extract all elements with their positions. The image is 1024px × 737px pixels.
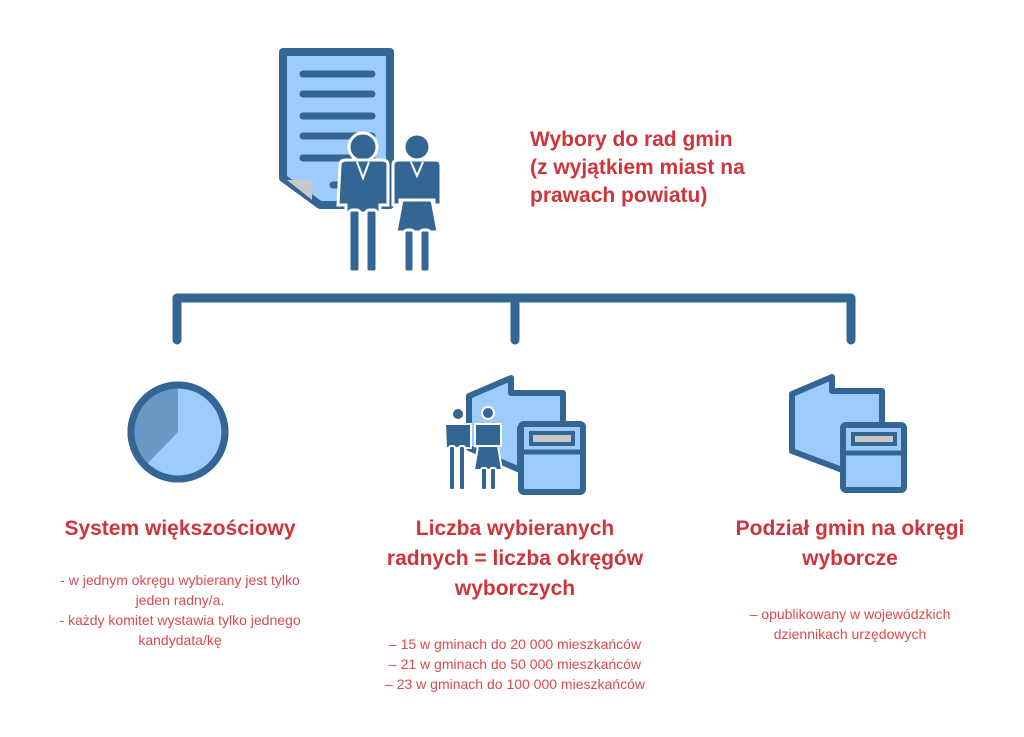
man-icon xyxy=(443,407,472,491)
branch-description: - w jednym okręgu wybierany jest tylko j… xyxy=(20,570,340,650)
description-line: – 21 w gminach do 50 000 mieszkańców xyxy=(388,656,642,672)
tree-connector xyxy=(172,293,856,345)
branch-description: – 15 w gminach do 20 000 mieszkańców – 2… xyxy=(352,634,678,694)
man-icon xyxy=(336,131,390,274)
woman-icon xyxy=(391,132,443,274)
branch-heading: Liczba wybieranych radnych = liczba okrę… xyxy=(352,514,678,604)
pie-chart-icon xyxy=(127,381,229,483)
heading-line: System większościowy xyxy=(64,517,296,540)
woman-icon xyxy=(472,406,504,491)
description-line: – 15 w gminach do 20 000 mieszkańców xyxy=(388,636,642,652)
heading-line: wyborczych xyxy=(454,577,576,600)
description-line: – 23 w gminach do 100 000 mieszkańców xyxy=(385,676,645,692)
heading-line: Podział gmin na okręgi xyxy=(735,517,965,540)
main-title-line: Wybory do rad gmin xyxy=(530,128,733,151)
document-with-people-icon xyxy=(279,48,443,274)
heading-line: Liczba wybieranych xyxy=(415,517,615,540)
description-line: kandydata/kę xyxy=(138,632,222,648)
branch-heading: Podział gmin na okręgi wyborcze xyxy=(700,514,1000,574)
description-line: jeden radny/a. xyxy=(135,592,225,608)
main-title: Wybory do rad gmin (z wyjątkiem miast na… xyxy=(530,126,810,210)
description-line: dziennikach urzędowych xyxy=(773,626,927,642)
branch-district-division: Podział gmin na okręgi wyborcze – opubli… xyxy=(700,514,1000,644)
branch-description: – opublikowany w wojewódzkich dziennikac… xyxy=(700,604,1000,644)
description-line: – opublikowany w wojewódzkich xyxy=(749,606,951,622)
district-ballot-box-icon xyxy=(789,374,907,493)
heading-line: wyborcze xyxy=(802,547,898,570)
description-line: - każdy komitet wystawia tylko jednego xyxy=(59,612,301,628)
voters-ballot-box-icon xyxy=(443,375,586,495)
branch-majority-system: System większościowy - w jednym okręgu w… xyxy=(20,514,340,650)
branch-heading: System większościowy xyxy=(20,514,340,544)
description-line: - w jednym okręgu wybierany jest tylko xyxy=(60,572,300,588)
main-title-line: (z wyjątkiem miast na xyxy=(530,156,745,179)
heading-line: radnych = liczba okręgów xyxy=(386,547,644,570)
main-title-line: prawach powiatu) xyxy=(530,184,708,207)
branch-number-of-councillors: Liczba wybieranych radnych = liczba okrę… xyxy=(352,514,678,694)
